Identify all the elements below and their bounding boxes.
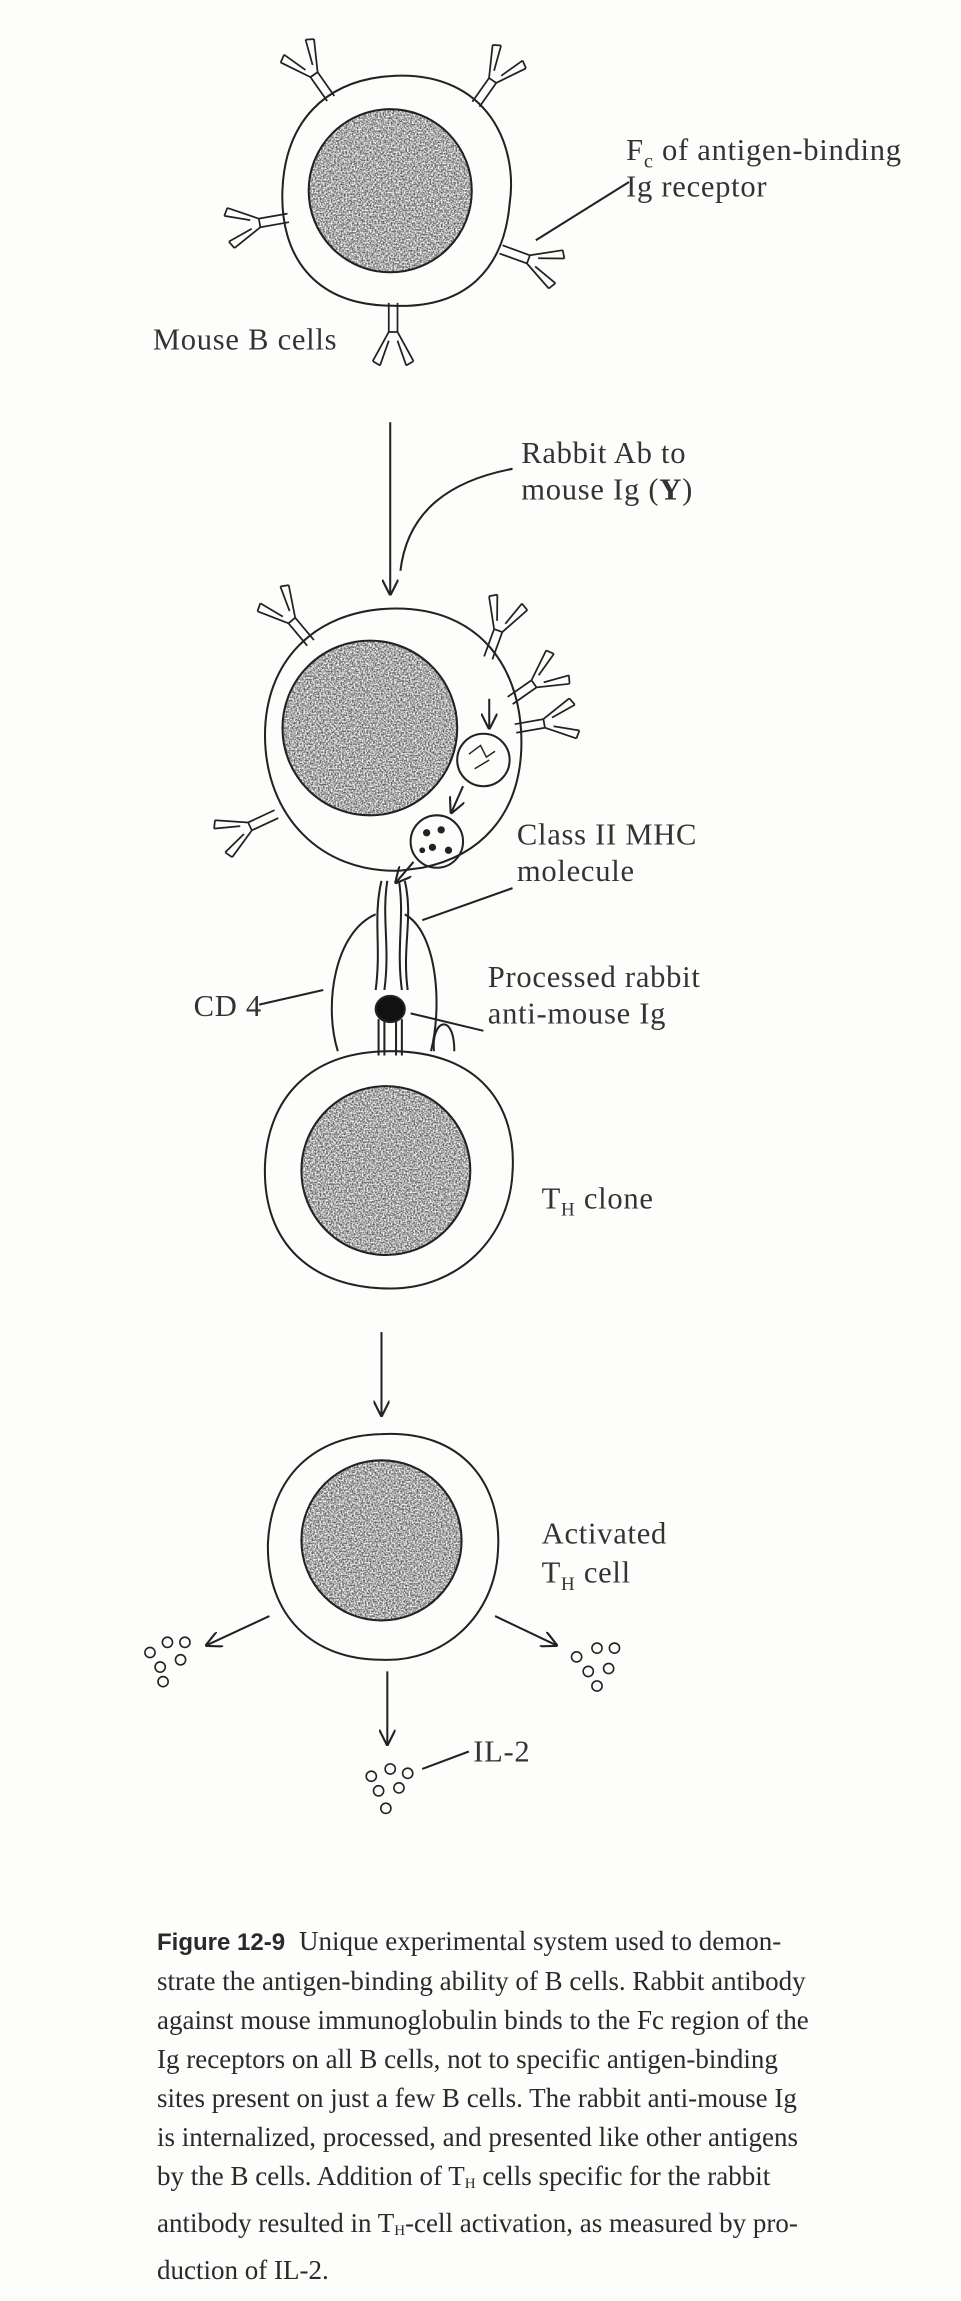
label-processed-rabbit: Processed rabbit [488, 960, 701, 994]
label-fc: Fc of antigen-binding [626, 133, 902, 172]
fc-leader-line [535, 181, 630, 242]
caption-line: by the B cells. Addition of TH cells spe… [157, 2161, 771, 2192]
label-anti-mouse-ig: anti-mouse Ig [488, 997, 666, 1031]
label-il2: IL-2 [473, 1735, 530, 1769]
caption-line: is internalized, processed, and presente… [157, 2122, 799, 2152]
caption-line: Ig receptors on all B cells, not to spec… [157, 2044, 778, 2074]
il2-leader-line [421, 1750, 470, 1770]
figure-label: Figure 12-9 [157, 1929, 286, 1956]
caption-line: sites present on just a few B cells. The… [157, 2083, 797, 2113]
label-th-clone: TH clone [542, 1181, 654, 1220]
caption-line: duction of IL-2. [157, 2255, 329, 2285]
label-activated: Activated [542, 1516, 667, 1550]
label-mouse-ig: mouse Ig (Y) [521, 472, 693, 506]
class2-leader-line [421, 887, 513, 922]
figure-diagram: Mouse B cells Fc of antigen-binding Ig r… [144, 34, 902, 1815]
label-cd4: CD 4 [194, 989, 262, 1023]
activated-th-cell [266, 1432, 500, 1661]
mhc-tcr-interface [330, 880, 456, 1056]
label-ig-receptor: Ig receptor [626, 170, 767, 204]
caption-line: Unique experimental system used to demon… [299, 1926, 782, 1956]
label-th-cell: TH cell [542, 1556, 631, 1595]
label-rabbit-ab: Rabbit Ab to [521, 436, 686, 470]
processed-leader-line [410, 1012, 484, 1032]
mouse-b-cell [281, 74, 513, 307]
endosome [456, 732, 511, 788]
label-molecule: molecule [517, 854, 635, 888]
caption-line: antibody resulted in TH-cell activation,… [157, 2208, 798, 2239]
figure-caption: Figure 12-9 Unique experimental system us… [157, 1922, 937, 2290]
rabbit-leader-line [399, 467, 513, 571]
vesicle [409, 814, 465, 869]
label-mouse-b-cells: Mouse B cells [153, 322, 337, 356]
label-class2-mhc: Class II MHC [517, 817, 697, 851]
arrow-left [207, 1615, 270, 1645]
b-cell-presenting [263, 607, 523, 882]
arrow-right [494, 1615, 556, 1645]
caption-line: strate the antigen-binding ability of B … [157, 1966, 806, 1996]
il2-molecules [144, 1636, 621, 1815]
cd4-leader-line [258, 989, 324, 1006]
caption-line: against mouse immunoglobulin binds to th… [157, 2005, 809, 2035]
th-clone-cell [263, 1050, 514, 1290]
